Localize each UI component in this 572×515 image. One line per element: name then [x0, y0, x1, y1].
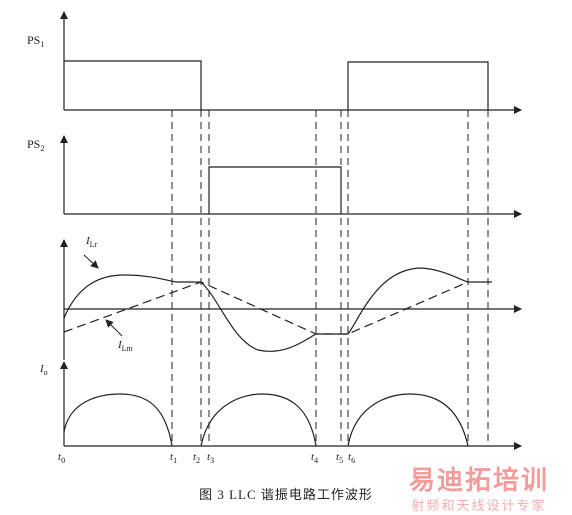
figure-caption: 图 3 LLC 谐振电路工作波形 [199, 487, 373, 502]
ps1-label: PS1 [27, 33, 44, 49]
watermark-subtitle: 射频和天线设计专家 [411, 499, 547, 514]
io-label: Io [39, 363, 48, 377]
time-label-t0: t0 [58, 451, 65, 465]
time-label-t6: t6 [348, 451, 355, 465]
io-panel [60, 361, 522, 450]
time-markers [171, 110, 489, 446]
io-hump-1 [63, 393, 173, 447]
ilm-label: ILm [117, 339, 134, 353]
ps2-label: PS2 [27, 137, 44, 153]
ps1-pulse-1 [64, 60, 202, 110]
time-label-t4: t4 [311, 451, 318, 465]
io-hump-2 [200, 393, 317, 447]
time-labels: t0 t1 t2 t3 t4 t5 t6 [58, 451, 355, 465]
ilr-waveform [63, 267, 492, 352]
ps1-panel [60, 11, 522, 114]
ilm-pointer-arrow [105, 319, 123, 337]
time-label-t5: t5 [336, 451, 343, 465]
ps2-panel [60, 135, 522, 218]
watermark: 易迪拓培训 射频和天线设计专家 [394, 460, 564, 514]
ilr-label: ILr [85, 235, 98, 249]
ps1-pulse-2 [347, 61, 489, 110]
time-label-t2: t2 [193, 451, 200, 465]
ilr-pointer-arrow [83, 254, 99, 269]
current-panel [60, 239, 522, 360]
time-label-t3: t3 [207, 451, 214, 465]
io-hump-3 [347, 393, 469, 447]
ilm-waveform [63, 281, 469, 335]
watermark-brand: 易迪拓培训 [408, 466, 549, 496]
time-label-t1: t1 [170, 451, 177, 465]
ps2-pulse [208, 166, 342, 214]
